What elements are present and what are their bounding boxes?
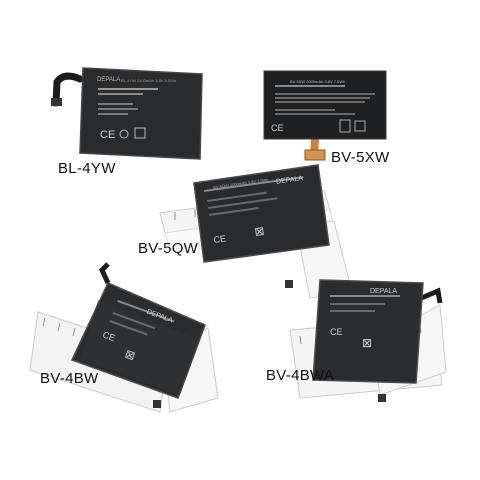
ce-mark-icon: CE: [101, 329, 116, 343]
brand-bl-4yw: DEPALA: [97, 77, 121, 83]
flex-cable: [52, 72, 84, 107]
brand-bv-4bwa: DEPALA: [370, 288, 398, 295]
recycle-bin-icon: ⊠: [253, 224, 265, 239]
ce-mark-icon: CE: [213, 233, 227, 245]
model-label-bv-4bwa: BV-4BWA: [266, 367, 335, 384]
ce-mark-icon: CE: [271, 123, 284, 133]
recycle-bin-icon: ⊠: [362, 336, 372, 350]
model-label-bv-4bw: BV-4BW: [40, 370, 99, 387]
model-label-bl-4yw: BL-4YW: [58, 160, 116, 177]
spec-bl-4yw: BL-4YW 2100mAh 3.8V 8.0Wh: [121, 78, 177, 83]
brand-bv-4bw: DEPALA: [145, 308, 174, 325]
ce-mark-icon: CE: [100, 129, 115, 141]
flex-connector: [51, 98, 62, 106]
model-label-bv-5qw: BV-5QW: [138, 240, 199, 257]
model-label-bv-5xw: BV-5XW: [331, 149, 390, 166]
ce-mark-icon: CE: [330, 327, 343, 337]
brand-bv-5qw: DEPALA: [275, 175, 304, 186]
recycle-bin-icon: ⊠: [123, 347, 137, 364]
spec-bv-5qw: BV-5QW 2000mAh 3.8V 7.6Wh: [212, 177, 269, 190]
spec-bv-5xw: BV-5XW 2000mAh 3.8V 7.6Wh: [290, 79, 346, 84]
